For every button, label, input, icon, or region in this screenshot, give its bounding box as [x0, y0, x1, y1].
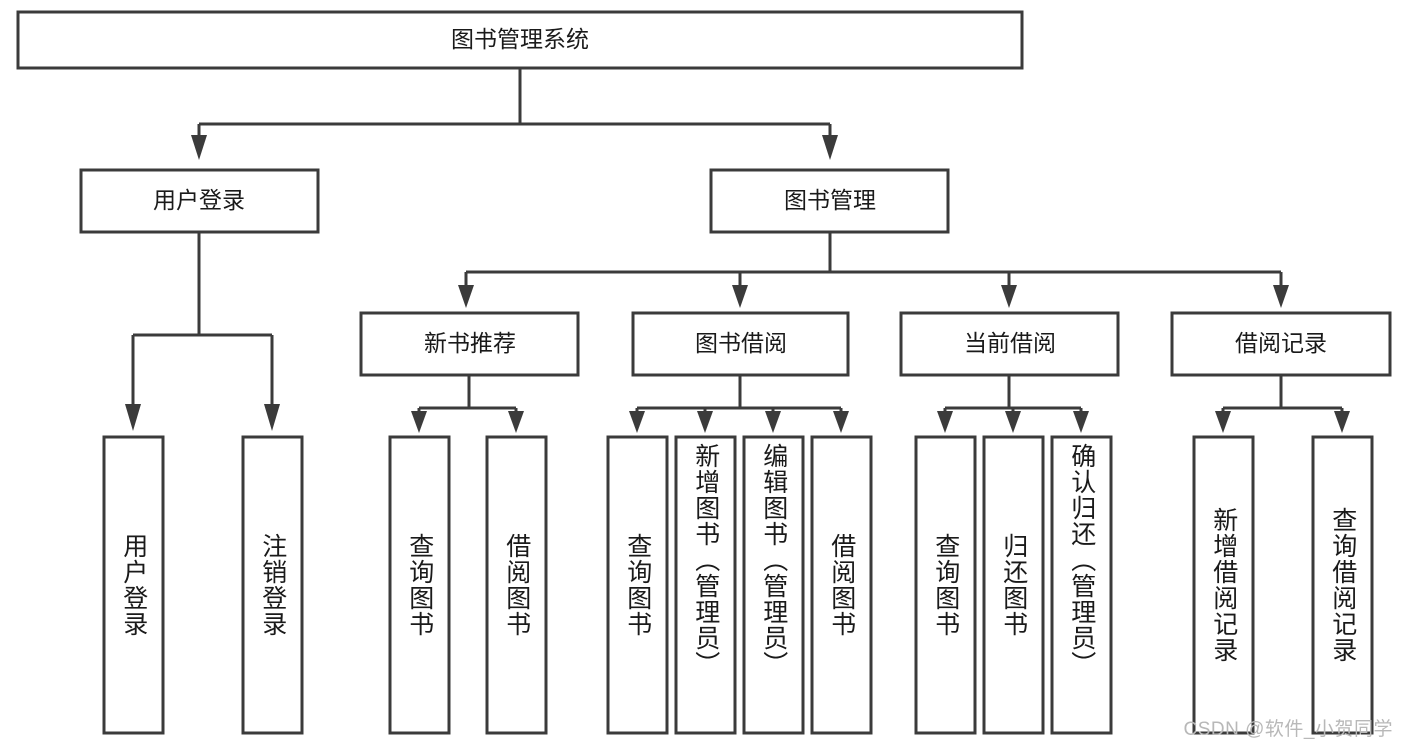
connector-group-new-book-rec-to-leaves — [411, 375, 524, 433]
node-root-box[interactable] — [16, 10, 1024, 70]
node-book-borrow-box[interactable] — [631, 311, 850, 377]
node-user-login-label: 用户登录 — [153, 187, 245, 213]
arrow-head-leaf-add-book — [697, 411, 713, 433]
node-leaf-add-book-box[interactable] — [674, 435, 737, 735]
node-leaf-edit-book-box[interactable] — [742, 435, 805, 735]
arrow-head-leaf-query-book-2 — [629, 411, 645, 433]
arrow-head-leaf-return-book — [1005, 411, 1021, 433]
node-leaf-borrow-book-1-box[interactable] — [485, 435, 548, 735]
connector-group-book-borrow-to-leaves — [629, 375, 849, 433]
node-book-manage-box[interactable] — [709, 168, 950, 234]
node-leaf-query-book-3-box[interactable] — [914, 435, 977, 735]
node-leaf-query-book-2-box[interactable] — [606, 435, 669, 735]
node-new-book-rec-label: 新书推荐 — [424, 330, 516, 356]
node-book-borrow-label: 图书借阅 — [695, 330, 787, 356]
connector-group-root-to-level2 — [191, 68, 838, 160]
arrow-head-to-user-login — [191, 135, 207, 160]
node-new-book-rec[interactable]: 新书推荐 — [359, 311, 580, 377]
arrow-head-to-book-manage — [822, 135, 838, 160]
node-book-manage[interactable]: 图书管理 — [709, 168, 950, 234]
arrow-head-leaf-borrow-book-2 — [833, 411, 849, 433]
node-current-borrow-label: 当前借阅 — [964, 330, 1056, 356]
node-leaf-add-record-box[interactable] — [1192, 435, 1255, 735]
arrow-head-to-borrow-record — [1273, 285, 1289, 308]
node-leaf-query-record-box[interactable] — [1311, 435, 1374, 735]
node-borrow-record-label: 借阅记录 — [1235, 330, 1327, 356]
node-current-borrow[interactable]: 当前借阅 — [899, 311, 1120, 377]
node-user-login-box[interactable] — [79, 168, 320, 234]
node-borrow-record-box[interactable] — [1170, 311, 1392, 377]
arrow-head-to-book-borrow — [732, 285, 748, 308]
arrow-head-leaf-logout — [264, 404, 280, 431]
connector-group-user-login-to-leaves — [125, 232, 280, 431]
node-leaf-user-login-box[interactable] — [102, 435, 165, 735]
node-root-label: 图书管理系统 — [451, 26, 589, 52]
node-current-borrow-box[interactable] — [899, 311, 1120, 377]
node-root[interactable]: 图书管理系统 — [16, 10, 1024, 70]
arrow-head-leaf-confirm-return — [1073, 411, 1089, 433]
node-borrow-record[interactable]: 借阅记录 — [1170, 311, 1392, 377]
node-leaf-logout-box[interactable] — [241, 435, 304, 735]
arrow-head-leaf-query-book-1 — [411, 411, 427, 433]
arrow-head-leaf-edit-book — [765, 411, 781, 433]
node-leaf-return-book-box[interactable] — [982, 435, 1045, 735]
node-leaf-borrow-book-2-box[interactable] — [810, 435, 873, 735]
node-leaf-confirm-return-box[interactable] — [1050, 435, 1113, 735]
arrow-head-leaf-add-record — [1215, 411, 1231, 433]
arrow-head-to-new-book-rec — [458, 285, 474, 308]
connector-group-borrow-record-to-leaves — [1215, 375, 1350, 433]
node-book-borrow[interactable]: 图书借阅 — [631, 311, 850, 377]
arrow-head-leaf-query-record — [1334, 411, 1350, 433]
arrow-head-to-current-borrow — [1001, 285, 1017, 308]
watermark-text: CSDN @软件_小贺同学 — [1183, 719, 1393, 740]
node-user-login[interactable]: 用户登录 — [79, 168, 320, 234]
arrow-head-leaf-user-login — [125, 404, 141, 431]
connector-group-current-borrow-to-leaves — [937, 375, 1089, 433]
arrow-head-leaf-query-book-3 — [937, 411, 953, 433]
node-book-manage-label: 图书管理 — [784, 187, 876, 213]
node-leaf-query-book-1-box[interactable] — [388, 435, 451, 735]
arrow-head-leaf-borrow-book-1 — [508, 411, 524, 433]
node-new-book-rec-box[interactable] — [359, 311, 580, 377]
connector-group-book-manage-to-level3 — [458, 232, 1289, 308]
